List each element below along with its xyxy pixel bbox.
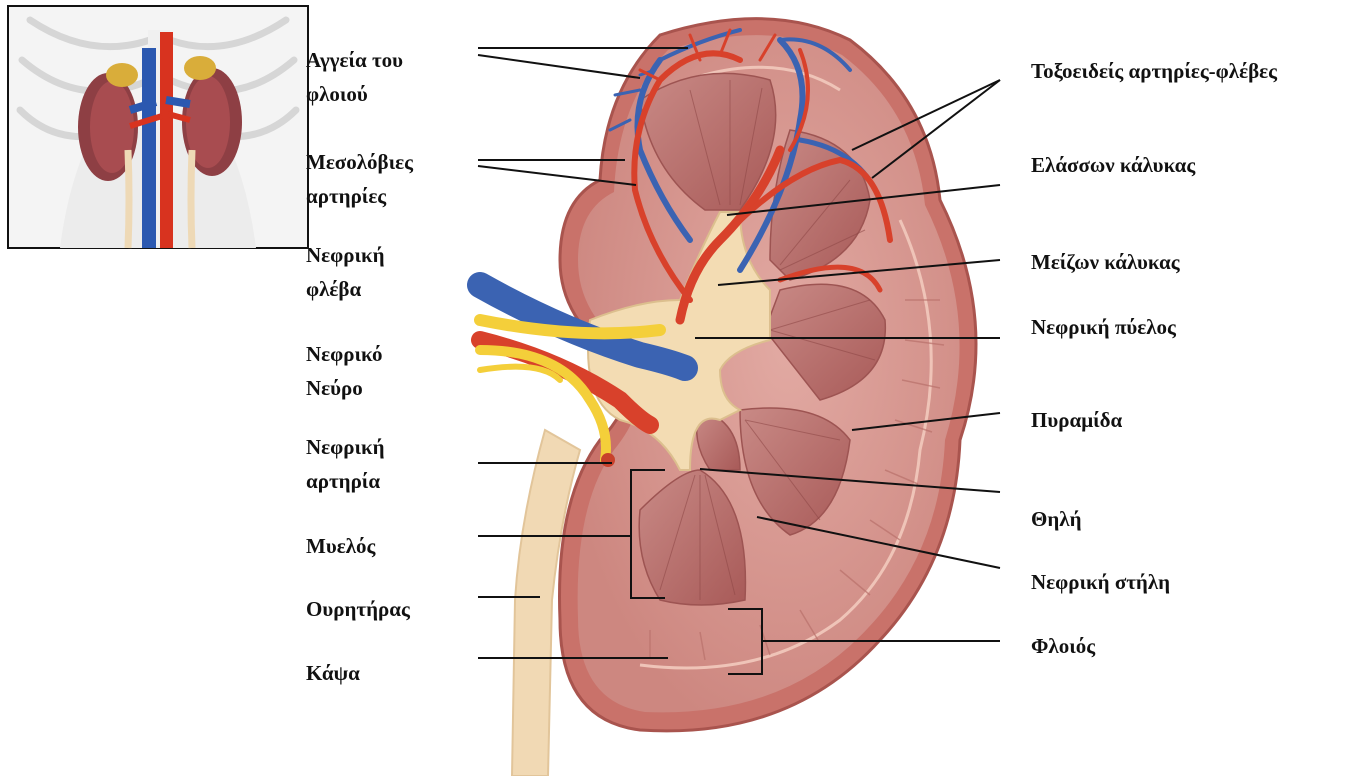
label-arcuate-vessels: Τοξοειδείς αρτηρίες-φλέβες (1031, 54, 1277, 88)
label-medulla: Μυελός (306, 529, 375, 563)
label-renal-pelvis: Νεφρική πύελος (1031, 310, 1176, 344)
label-capsule: Κάψα (306, 656, 360, 690)
torso-inset (8, 6, 308, 248)
label-cortex: Φλοιός (1031, 629, 1095, 663)
label-papilla: Θηλή (1031, 502, 1082, 536)
label-minor-calyx: Ελάσσων κάλυκας (1031, 148, 1195, 182)
label-major-calyx: Μείζων κάλυκας (1031, 245, 1180, 279)
label-renal-column: Νεφρική στήλη (1031, 565, 1170, 599)
label-pyramid: Πυραμίδα (1031, 403, 1122, 437)
label-ureter: Ουρητήρας (306, 592, 410, 626)
renal-artery-cut-end (601, 453, 615, 467)
